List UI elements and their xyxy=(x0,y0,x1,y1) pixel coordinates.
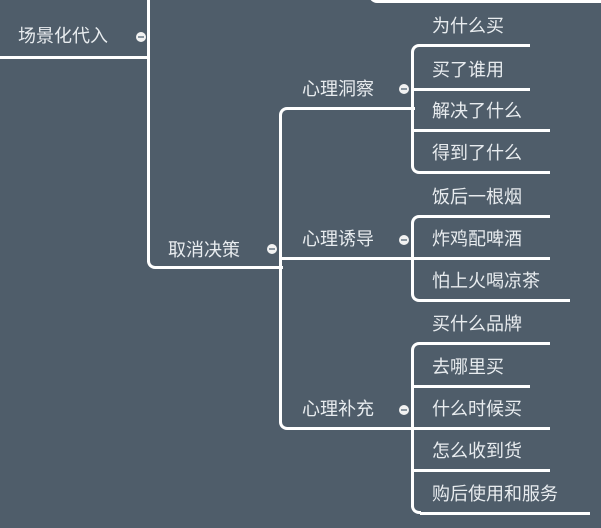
connector-line xyxy=(414,469,550,472)
leaf-node[interactable]: 怕上火喝凉茶 xyxy=(432,271,540,293)
leaf-node[interactable]: 什么时候买 xyxy=(432,399,522,421)
connector-line xyxy=(414,427,550,430)
node-psych-inducement[interactable]: 心理诱导 xyxy=(302,229,374,251)
connector-line xyxy=(147,0,150,262)
connector-line xyxy=(411,504,421,514)
connector-line xyxy=(411,292,421,302)
node-psych-supplement[interactable]: 心理补充 xyxy=(302,399,374,421)
leaf-node[interactable]: 怎么收到货 xyxy=(432,441,522,463)
connector-line xyxy=(420,342,550,345)
node-label: 场景化代入 xyxy=(18,26,108,47)
connector-line xyxy=(411,164,421,174)
node-cancel-decision[interactable]: 取消决策 xyxy=(168,240,240,262)
connector-line xyxy=(288,107,415,110)
minus-circle-icon[interactable] xyxy=(399,84,409,94)
connector-line xyxy=(378,0,601,3)
minus-circle-icon[interactable] xyxy=(399,405,409,415)
node-scenario-substitution[interactable]: 场景化代入 xyxy=(18,26,108,48)
node-label: 心理洞察 xyxy=(302,79,374,100)
node-label: 为什么买 xyxy=(432,16,504,37)
connector-line xyxy=(420,299,570,302)
connector-line xyxy=(279,420,289,430)
connector-line xyxy=(279,107,289,117)
minus-circle-icon[interactable] xyxy=(136,32,146,42)
connector-line xyxy=(414,88,530,91)
leaf-node[interactable]: 去哪里买 xyxy=(432,357,504,379)
node-label: 什么时候买 xyxy=(432,399,522,420)
connector-line xyxy=(411,342,421,352)
connector-line xyxy=(411,351,414,507)
connector-line xyxy=(411,224,414,294)
node-label: 怕上火喝凉茶 xyxy=(432,271,540,292)
node-psych-insight[interactable]: 心理洞察 xyxy=(302,79,374,101)
connector-line xyxy=(420,171,550,174)
leaf-node[interactable]: 买了谁用 xyxy=(432,60,504,82)
connector-line xyxy=(282,257,415,260)
connector-line xyxy=(420,215,550,218)
leaf-node[interactable]: 得到了什么 xyxy=(432,143,522,165)
connector-line xyxy=(288,427,415,430)
node-label: 心理诱导 xyxy=(302,229,374,250)
node-label: 炸鸡配啤酒 xyxy=(432,229,522,250)
connector-line xyxy=(411,215,421,225)
node-label: 去哪里买 xyxy=(432,357,504,378)
node-label: 购后使用和服务 xyxy=(432,484,558,505)
leaf-node[interactable]: 炸鸡配啤酒 xyxy=(432,229,522,251)
connector-line xyxy=(279,116,282,422)
node-label: 解决了什么 xyxy=(432,101,522,122)
connector-line xyxy=(411,44,421,54)
node-label: 得到了什么 xyxy=(432,143,522,164)
connector-line xyxy=(147,259,157,269)
leaf-node[interactable]: 买什么品牌 xyxy=(432,314,522,336)
node-label: 心理补充 xyxy=(302,399,374,420)
node-label: 怎么收到货 xyxy=(432,441,522,462)
node-label: 取消决策 xyxy=(168,240,240,261)
leaf-node[interactable]: 购后使用和服务 xyxy=(432,484,558,506)
node-label: 饭后一根烟 xyxy=(432,187,522,208)
connector-line xyxy=(414,129,550,132)
connector-line xyxy=(156,266,283,269)
leaf-node[interactable]: 为什么买 xyxy=(432,16,504,38)
connector-line xyxy=(411,53,414,166)
node-label: 买了谁用 xyxy=(432,60,504,81)
connector-line xyxy=(414,257,550,260)
minus-circle-icon[interactable] xyxy=(399,235,409,245)
leaf-node[interactable]: 饭后一根烟 xyxy=(432,187,522,209)
connector-line xyxy=(0,56,150,59)
leaf-node[interactable]: 解决了什么 xyxy=(432,101,522,123)
connector-line xyxy=(414,385,530,388)
connector-line xyxy=(420,44,530,47)
node-label: 买什么品牌 xyxy=(432,314,522,335)
minus-circle-icon[interactable] xyxy=(267,244,277,254)
connector-line xyxy=(420,512,590,515)
